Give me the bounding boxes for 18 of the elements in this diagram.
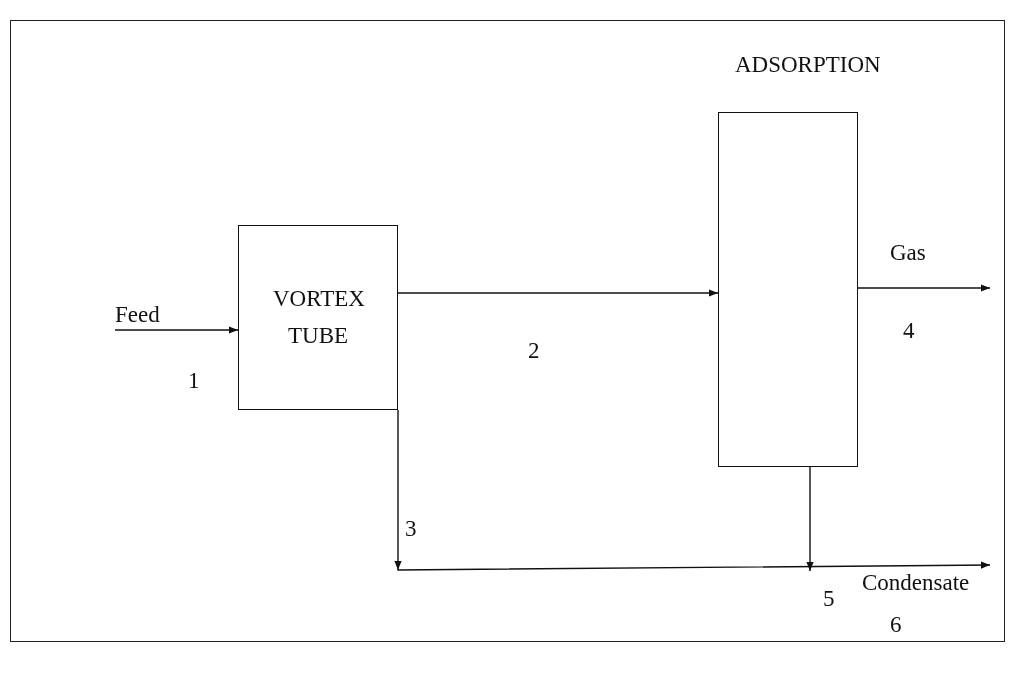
- flow-arrow: [397, 289, 719, 297]
- stream-number: 3: [405, 516, 417, 542]
- flow-arrow: [394, 409, 991, 571]
- flow-arrow: [114, 326, 239, 334]
- stream-number: 5: [823, 586, 835, 612]
- flow-arrow: [857, 284, 991, 292]
- edge-label: Feed: [115, 302, 160, 328]
- box-label: VORTEX TUBE: [273, 284, 363, 350]
- stream-number: 2: [528, 338, 540, 364]
- edge-label: Condensate: [862, 570, 970, 596]
- unit-label: ADSORPTION: [735, 52, 881, 78]
- stream-number: 6: [890, 612, 902, 638]
- process-box: [238, 225, 398, 410]
- column-box: [718, 112, 858, 467]
- stream-number: 1: [188, 368, 200, 394]
- flow-arrow: [806, 466, 814, 572]
- stream-number: 4: [903, 318, 915, 344]
- edge-label: Gas: [890, 240, 926, 266]
